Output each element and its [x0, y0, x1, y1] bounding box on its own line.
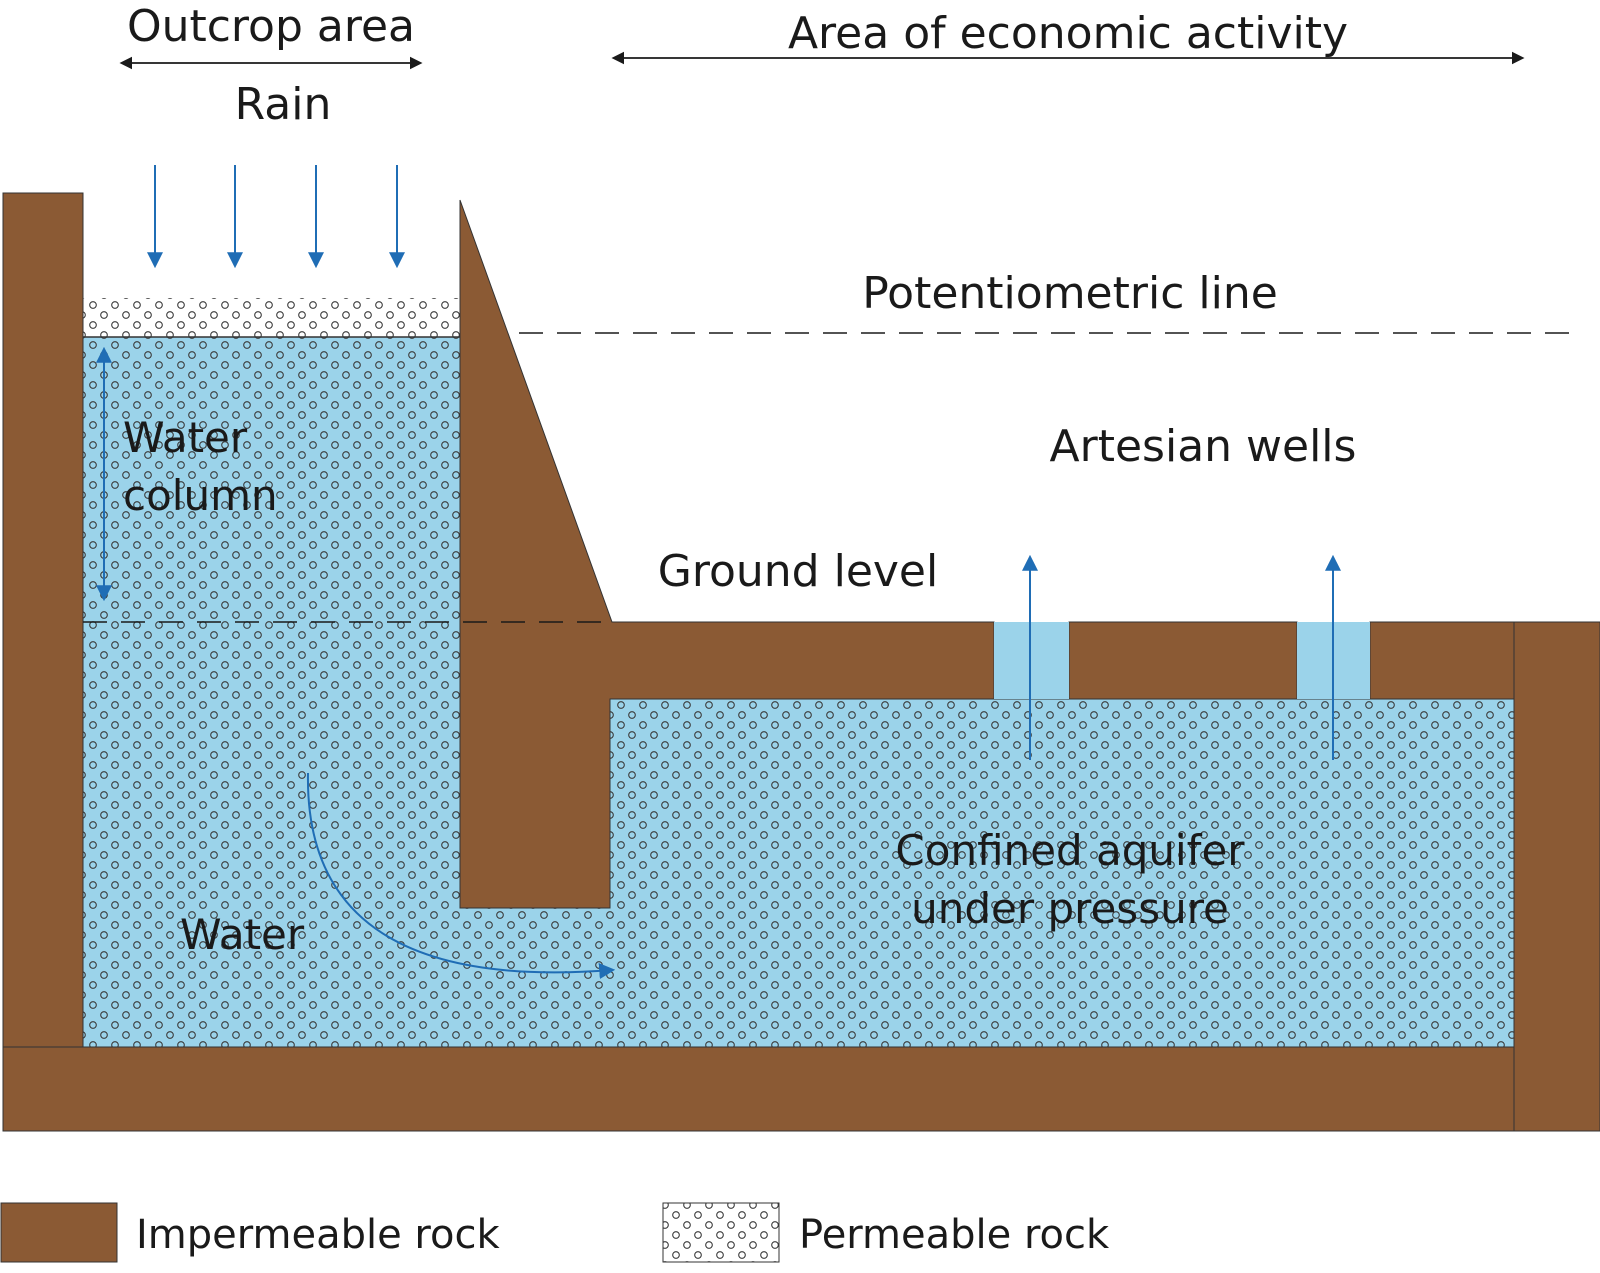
- outcrop-permeable-strip: [83, 298, 460, 337]
- confined-aquifer-label-line2: under pressure: [911, 884, 1229, 933]
- rock-confining-layer: [459, 199, 995, 909]
- rain-label: Rain: [235, 79, 332, 130]
- rock-left-wall: [2, 192, 84, 1132]
- outcrop-area-label: Outcrop area: [127, 1, 415, 52]
- water-flow-arrow: [306, 772, 616, 979]
- artesian-well-1: [994, 622, 1069, 699]
- confined-aquifer-label-line1: Confined aquifer: [895, 826, 1245, 875]
- water-label: Water: [180, 910, 305, 959]
- legend-permeable-swatch: [662, 1202, 780, 1263]
- water-column-label-line2: column: [123, 471, 278, 520]
- artesian-wells-label: Artesian wells: [1050, 421, 1357, 472]
- rock-confining-segment-right: [1369, 621, 1515, 700]
- economic-activity-label: Area of economic activity: [788, 8, 1348, 59]
- potentiometric-line-label: Potentiometric line: [862, 268, 1278, 319]
- water-column-label-line1: Water: [123, 413, 248, 462]
- rock-right-wall: [1513, 621, 1600, 1132]
- legend-impermeable-swatch: [0, 1202, 118, 1263]
- rock-bottom-layer: [2, 1046, 1600, 1132]
- rock-confining-segment-middle: [1068, 621, 1298, 700]
- legend-impermeable-label: Impermeable rock: [136, 1212, 500, 1258]
- legend-permeable-label: Permeable rock: [799, 1212, 1110, 1258]
- ground-level-label: Ground level: [658, 546, 938, 597]
